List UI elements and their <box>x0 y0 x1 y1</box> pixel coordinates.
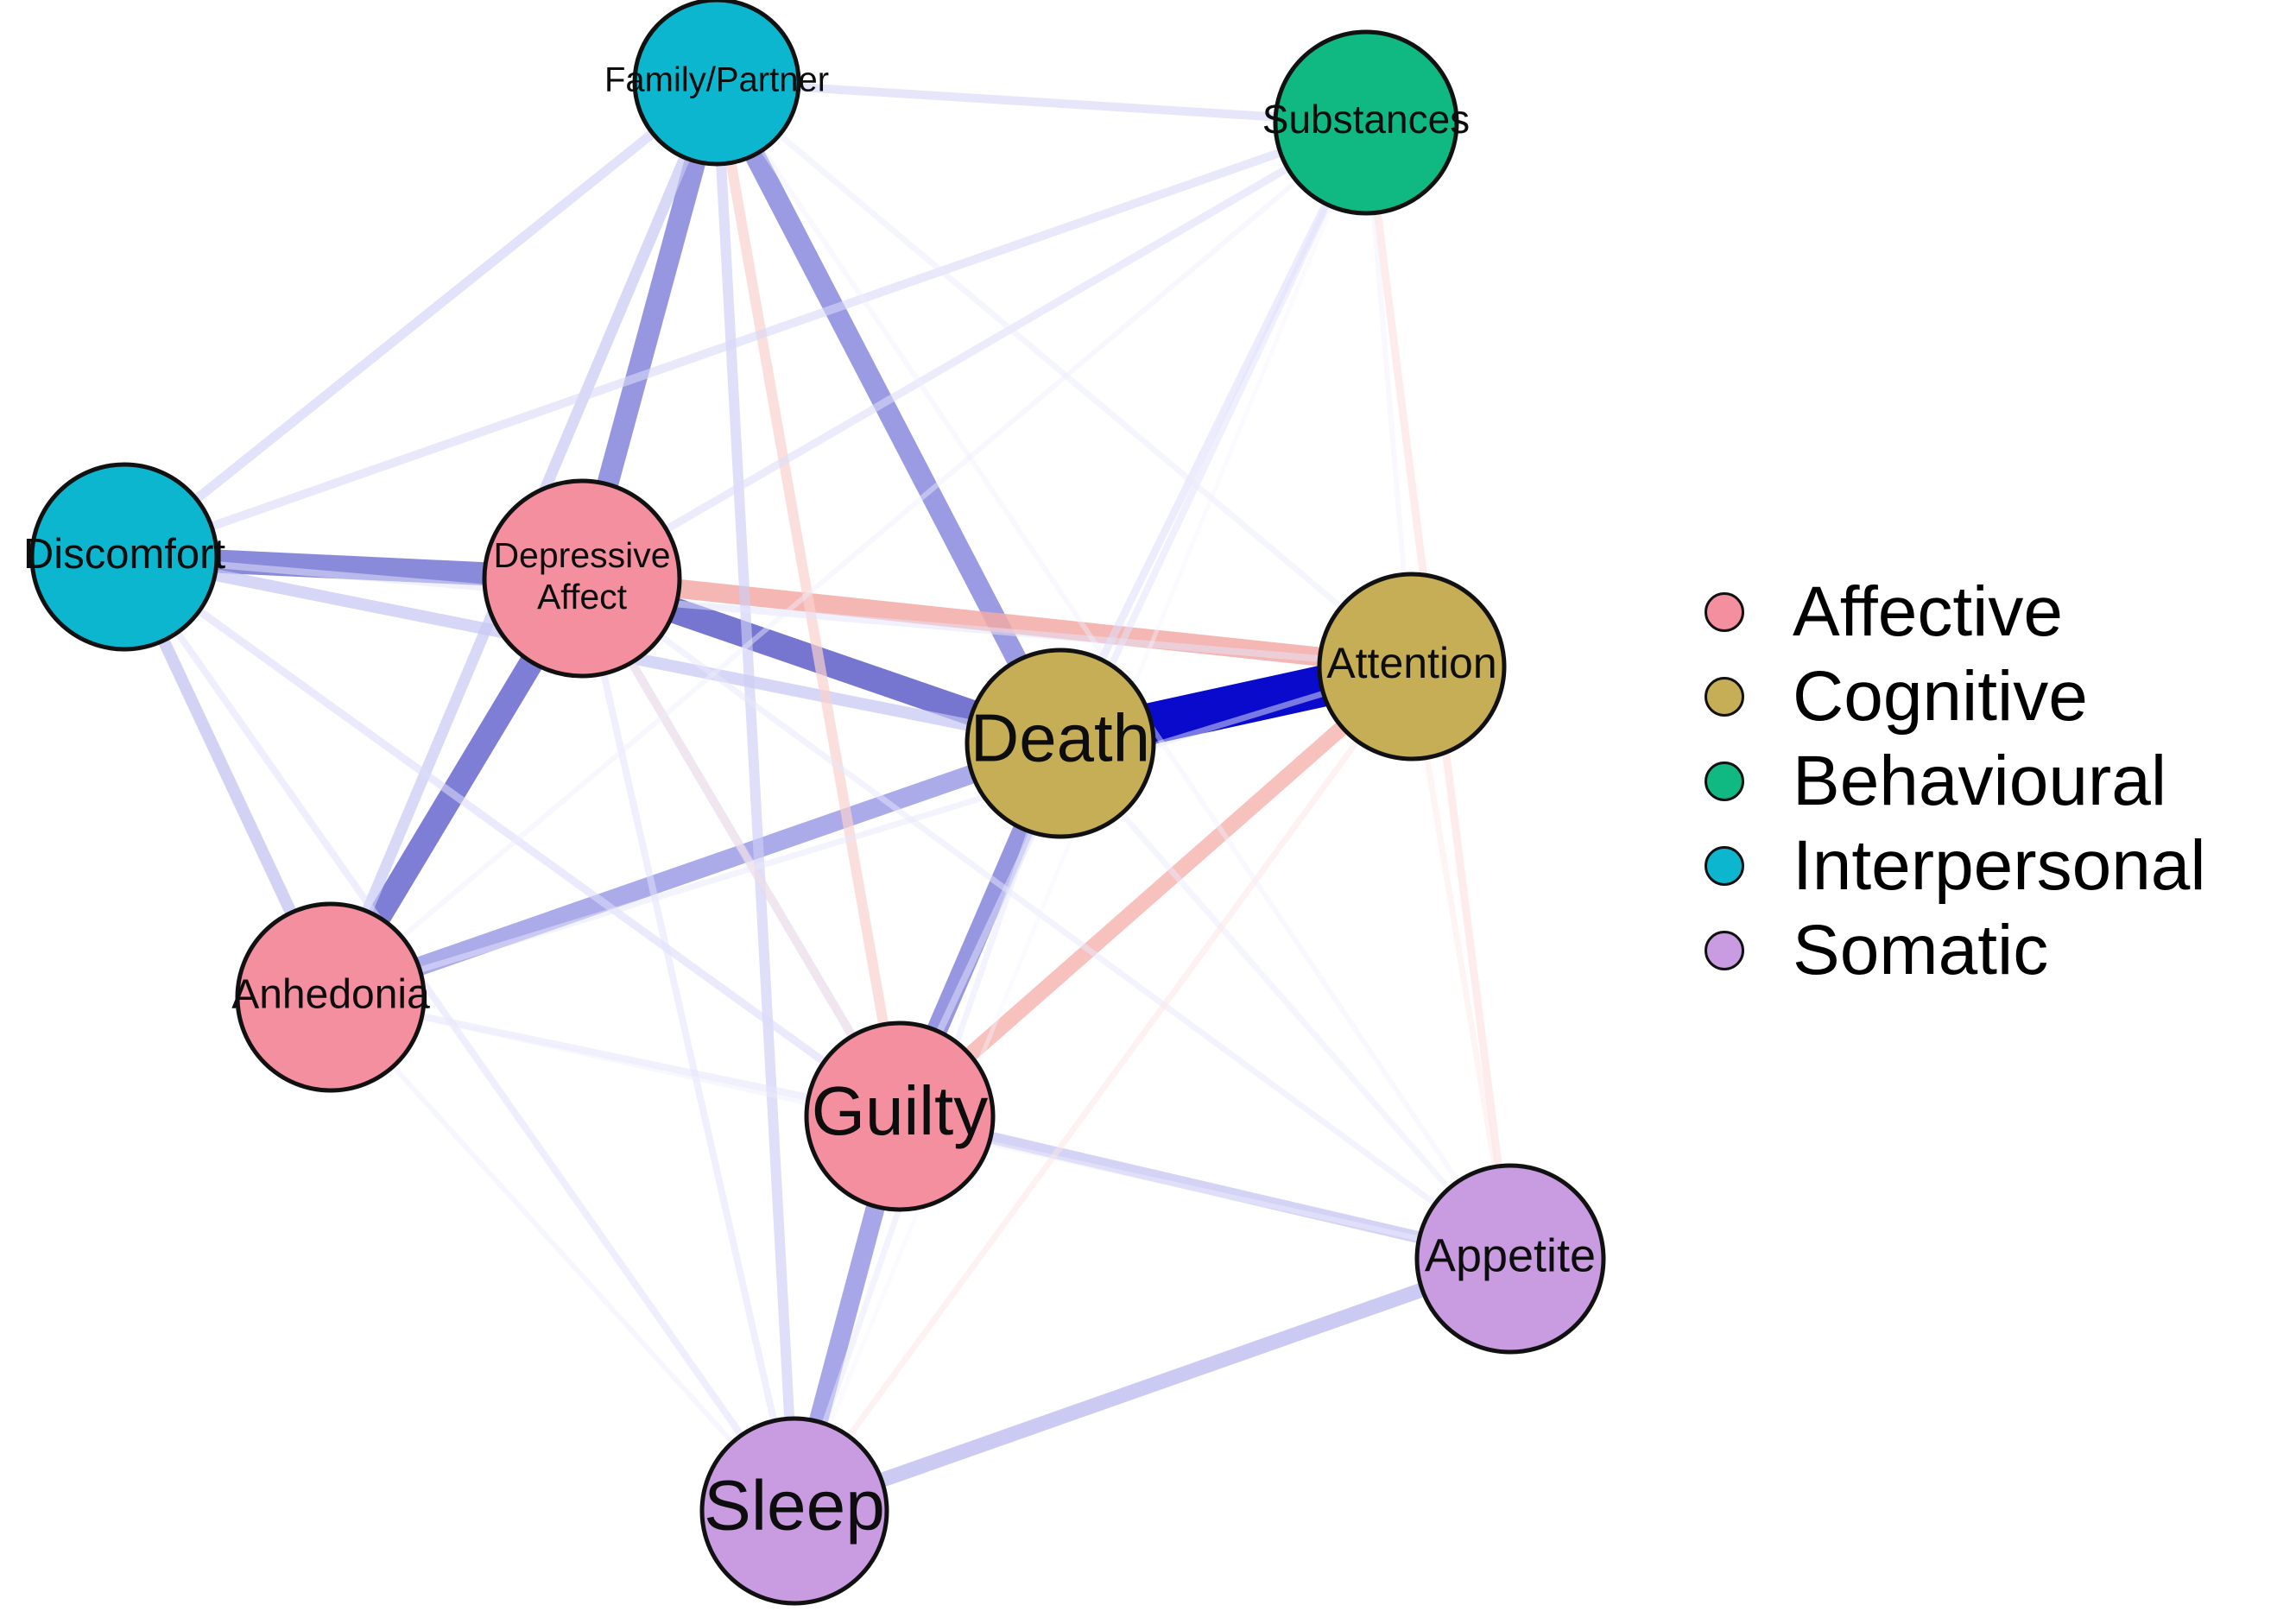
edge-substances-anhedonia <box>329 120 1368 1000</box>
legend-swatch-behavioural <box>1705 761 1744 801</box>
edge-anhedonia-attention <box>329 663 1414 1001</box>
legend-item-affective[interactable]: Affective <box>1692 570 2288 654</box>
edge-substances-discomfort <box>123 118 1368 561</box>
node-circle-substances[interactable] <box>1273 29 1459 216</box>
node-appetite[interactable]: Appetite <box>1414 1163 1606 1355</box>
edge-family-attention <box>714 79 1414 669</box>
node-guilty[interactable]: Guilty <box>804 1021 996 1212</box>
edge-attention-sleep <box>792 664 1414 1513</box>
legend-label-behavioural: Behavioural <box>1793 742 2167 820</box>
node-circle-guilty[interactable] <box>804 1021 996 1212</box>
edge-depaffect-sleep <box>579 578 798 1512</box>
node-attention[interactable]: Attention <box>1317 572 1507 761</box>
legend-item-cognitive[interactable]: Cognitive <box>1692 654 2288 739</box>
edge-discomfort-guilty <box>122 553 902 1120</box>
node-circle-depaffect[interactable] <box>482 478 682 679</box>
edge-guilty-appetite <box>898 1110 1512 1265</box>
legend-label-affective: Affective <box>1793 572 2063 651</box>
edge-sleep-appetite <box>792 1251 1513 1519</box>
edge-substances-depaffect <box>579 119 1369 582</box>
edge-guilty-attention <box>895 660 1417 1122</box>
edge-attention-appetite <box>1408 666 1514 1260</box>
edge-family-sleep <box>712 81 800 1512</box>
legend-item-behavioural[interactable]: Behavioural <box>1692 739 2288 824</box>
legend-label-interpersonal: Interpersonal <box>1793 826 2206 905</box>
legend-swatch-cognitive <box>1705 677 1744 717</box>
node-circle-family[interactable] <box>632 0 801 167</box>
edge-anhedonia-sleep <box>328 995 797 1513</box>
node-circle-discomfort[interactable] <box>29 462 219 652</box>
node-circle-anhedonia[interactable] <box>235 901 427 1093</box>
legend-swatch-somatic <box>1705 931 1744 970</box>
edge-family-discomfort <box>121 78 720 561</box>
node-death[interactable]: Death <box>965 648 1156 839</box>
legend-label-somatic: Somatic <box>1793 911 2049 989</box>
legend-item-somatic[interactable]: Somatic <box>1692 908 2288 993</box>
edge-anhedonia-death <box>327 734 1064 1007</box>
edge-discomfort-sleep <box>121 554 798 1513</box>
edge-family-guilty <box>712 80 905 1118</box>
legend: Affective Cognitive Behavioural Interper… <box>1692 570 2288 993</box>
edge-death-appetite <box>1058 741 1513 1261</box>
legend-item-interpersonal[interactable]: Interpersonal <box>1692 824 2288 908</box>
edge-family-substances <box>716 78 1367 127</box>
edge-depaffect-appetite <box>579 576 1513 1261</box>
edge-layer <box>118 77 1515 1519</box>
edge-discomfort-attention <box>123 553 1413 670</box>
node-anhedonia[interactable]: Anhedonia <box>231 901 430 1093</box>
node-circle-appetite[interactable] <box>1414 1163 1606 1355</box>
node-discomfort[interactable]: Discomfort <box>23 462 226 652</box>
node-circle-attention[interactable] <box>1317 572 1507 761</box>
node-sleep[interactable]: Sleep <box>699 1416 889 1606</box>
legend-label-cognitive: Cognitive <box>1793 657 2088 736</box>
edge-guilty-depaffect <box>579 576 903 1119</box>
edge-substances-guilty <box>896 121 1369 1118</box>
legend-swatch-affective <box>1705 592 1744 632</box>
legend-swatch-interpersonal <box>1705 846 1744 886</box>
node-circle-sleep[interactable] <box>699 1416 889 1606</box>
edge-anhedonia-guilty <box>330 994 901 1120</box>
node-circle-death[interactable] <box>965 648 1156 839</box>
